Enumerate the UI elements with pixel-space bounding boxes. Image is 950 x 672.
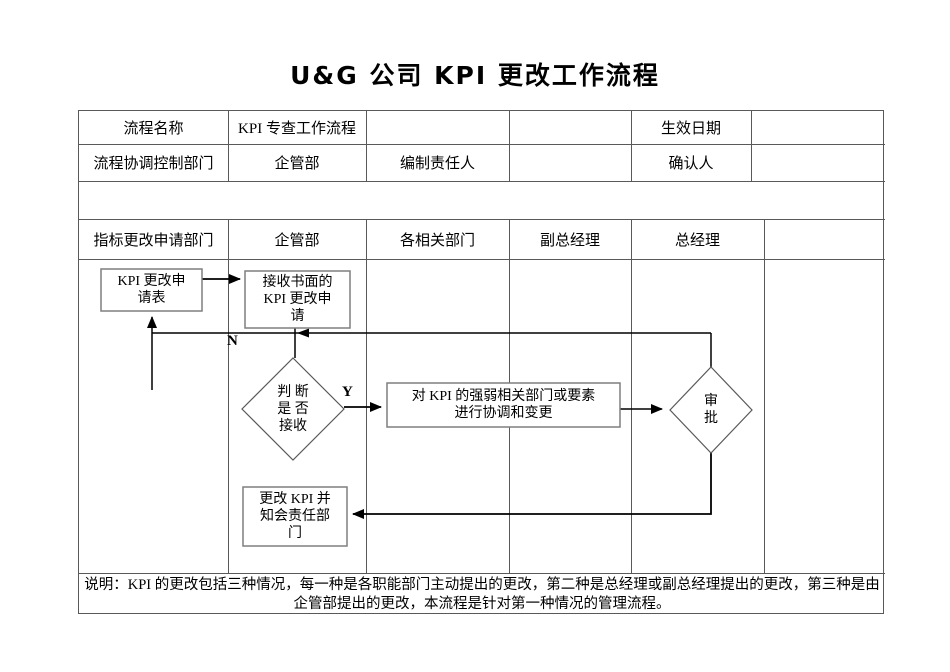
branch-label-yes: Y — [342, 384, 353, 400]
cell-process-name-value: KPI 专查工作流程 — [238, 121, 356, 137]
cell-confirmer-label: 确认人 — [668, 156, 714, 172]
lane-header-request-dept: 指标更改申请部门 — [93, 232, 214, 249]
cell-control-dept-value: 企管部 — [274, 156, 320, 172]
lane-header-related-depts: 各相关部门 — [399, 232, 475, 249]
cell-effective-date-value — [751, 111, 885, 144]
row-divider — [79, 181, 885, 182]
note-text: 说明：KPI 的更改包括三种情况，每一种是各职能部门主动提出的更改，第二种是总经… — [84, 577, 880, 612]
node-approve-label: 审 批 — [704, 394, 718, 426]
lane-header-vice-gm: 副总经理 — [539, 232, 600, 249]
cell-empty — [509, 111, 631, 144]
node-receive-label: 接收书面的 KPI 更改申 请 — [262, 275, 333, 324]
cell-process-name-label: 流程名称 — [123, 121, 184, 137]
lane-divider — [228, 219, 229, 573]
column-divider — [509, 111, 510, 181]
row-divider — [79, 144, 885, 145]
lane-divider — [366, 219, 367, 573]
column-divider — [366, 111, 367, 181]
lane-header-empty — [764, 219, 885, 259]
lane-divider — [631, 219, 632, 573]
cell-effective-date-label: 生效日期 — [660, 121, 721, 137]
cell-author-label: 编制责任人 — [399, 156, 475, 172]
column-divider — [631, 111, 632, 181]
lane-header-gm: 总经理 — [674, 232, 720, 249]
row-divider — [79, 573, 885, 574]
node-judge-label: 判 断 是 否 接收 — [277, 384, 309, 434]
node-request-form-label: KPI 更改申 请表 — [117, 274, 186, 306]
page-title: U&G 公司 KPI 更改工作流程 — [290, 61, 660, 90]
branch-label-no: N — [227, 333, 238, 349]
row-divider — [79, 219, 885, 220]
cell-author-value — [509, 144, 631, 181]
lane-divider — [764, 219, 765, 573]
node-coordinate-label: 对 KPI 的强弱相关部门或要素 进行协调和变更 — [411, 389, 596, 421]
column-divider — [751, 111, 752, 181]
cell-control-dept-label: 流程协调控制部门 — [93, 156, 214, 172]
cell-confirmer-value — [751, 144, 885, 181]
row-divider — [79, 259, 885, 260]
process-table: 流程名称 KPI 专查工作流程 生效日期 流程协调控制部门 企管部 编制责任人 … — [78, 110, 885, 614]
column-divider — [228, 111, 229, 181]
lane-header-qiguanbu: 企管部 — [274, 232, 320, 249]
node-change-notify-label: 更改 KPI 并 知会责任部 门 — [259, 492, 331, 541]
cell-empty — [366, 111, 509, 144]
